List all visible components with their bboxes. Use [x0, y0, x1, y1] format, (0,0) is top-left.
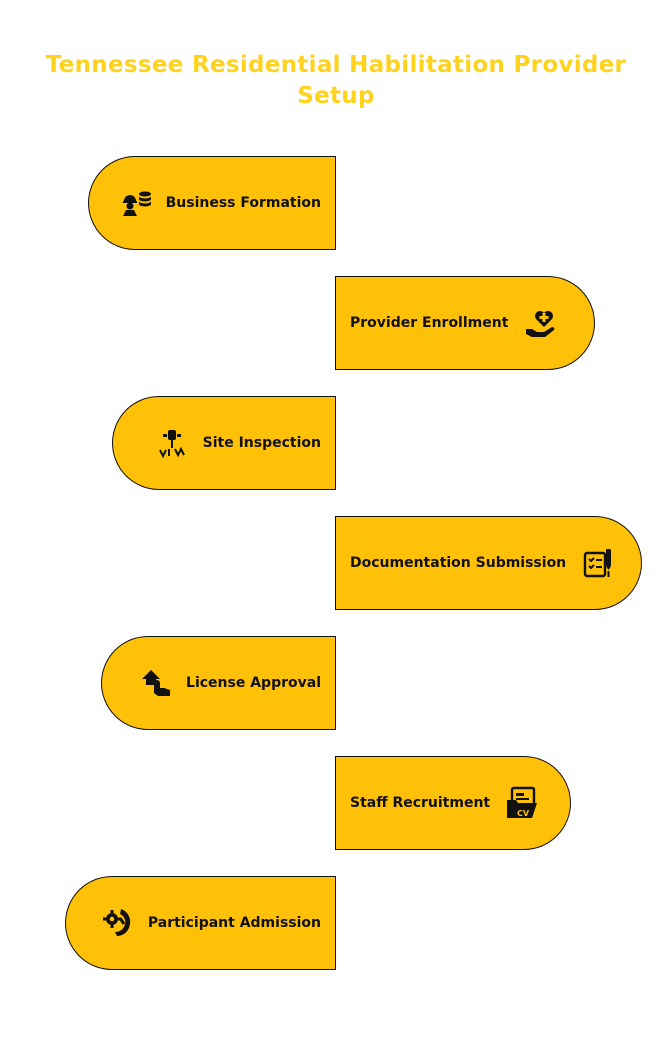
step-site-inspection: Site Inspection	[112, 396, 336, 490]
soil-probe-icon	[155, 425, 191, 461]
title-line-1: Tennessee Residential Habilitation Provi…	[45, 52, 627, 78]
health-hand-icon	[522, 305, 558, 341]
step-license-approval: License Approval	[101, 636, 336, 730]
step-label: Site Inspection	[202, 435, 321, 451]
diagram-title: Tennessee Residential Habilitation Provi…	[0, 50, 672, 112]
svg-text:CV: CV	[517, 809, 530, 818]
cv-folder-icon: CV	[504, 785, 540, 821]
step-label: Documentation Submission	[350, 555, 567, 571]
checklist-pen-icon	[580, 545, 616, 581]
step-provider-enrollment: Provider Enrollment	[335, 276, 595, 370]
step-label: Participant Admission	[147, 915, 321, 931]
step-business-formation: Business Formation	[88, 156, 336, 250]
house-hand-icon	[138, 665, 174, 701]
step-label: Provider Enrollment	[350, 315, 509, 331]
worker-coins-icon	[118, 185, 154, 221]
gear-hand-icon	[100, 905, 136, 941]
step-participant-admission: Participant Admission	[65, 876, 336, 970]
step-label: Staff Recruitment	[350, 795, 491, 811]
step-staff-recruitment: Staff Recruitment CV	[335, 756, 571, 850]
step-documentation-submission: Documentation Submission	[335, 516, 642, 610]
step-label: License Approval	[186, 675, 321, 691]
step-label: Business Formation	[165, 195, 321, 211]
title-line-2: Setup	[297, 83, 375, 109]
